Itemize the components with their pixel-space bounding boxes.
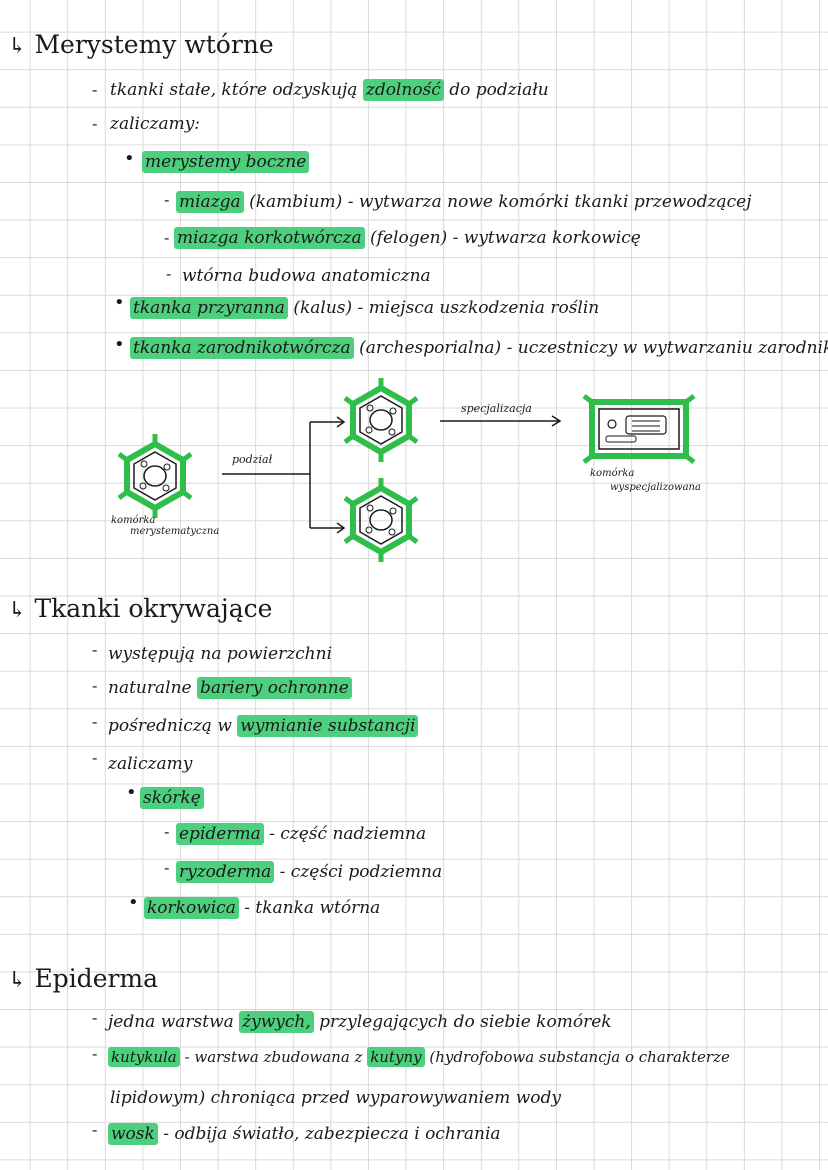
caption-right-2: wyspecjalizowana <box>610 482 701 493</box>
bullet-dot: • <box>114 334 125 355</box>
heading-text: Tkanki okrywające <box>34 594 273 623</box>
bullet-dash: - <box>92 1044 98 1063</box>
highlight: korkowica <box>144 897 239 919</box>
highlight: skórkę <box>140 787 204 809</box>
bullet-dot: • <box>124 148 135 169</box>
highlight: miazga korkotwórcza <box>174 227 365 249</box>
s1-line-1: tkanki stałe, które odzyskują zdolność d… <box>110 79 549 101</box>
caption-right-1: komórka <box>590 468 635 479</box>
highlight: tkanka zarodnikotwórcza <box>130 337 354 359</box>
s2-line-2: naturalne bariery ochronne <box>108 677 352 699</box>
arrow-icon: ↳ <box>8 968 27 993</box>
caption-left-1: komórka <box>111 515 156 526</box>
bullet-dot: • <box>126 782 137 803</box>
heading-tkanki-okrywajace: ↳ Tkanki okrywające <box>8 594 272 623</box>
heading-text: Epiderma <box>34 964 159 993</box>
caption-left-2: merystematyczna <box>130 526 220 537</box>
bullet-dash: - <box>164 858 170 877</box>
bullet-dot: • <box>128 892 139 913</box>
s1-line-5: miazga korkotwórcza (felogen) - wytwarza… <box>174 227 641 249</box>
bullet-dot: • <box>114 292 125 313</box>
highlight: zdolność <box>362 79 444 101</box>
s2-line-7: ryzoderma - części podziemna <box>176 861 442 883</box>
s3-line-2: kutykula - warstwa zbudowana z kutyny (h… <box>108 1047 730 1067</box>
bullet-dash: - <box>164 228 170 247</box>
highlight: tkanka przyranna <box>130 297 288 319</box>
bullet-dash: - <box>164 190 170 209</box>
arrow-icon: ↳ <box>8 598 27 623</box>
heading-merystemy-wtorne: ↳ Merystemy wtórne <box>8 30 274 59</box>
highlight: wosk <box>108 1123 158 1145</box>
s1-line-7: tkanka przyranna (kalus) - miejsca uszko… <box>130 297 599 319</box>
specialization-arrow <box>440 415 562 427</box>
highlight: epiderma <box>176 823 264 845</box>
division-arrows <box>222 416 346 534</box>
s1-line-6: wtórna budowa anatomiczna <box>182 266 431 286</box>
heading-text: Merystemy wtórne <box>34 30 274 59</box>
heading-epiderma: ↳ Epiderma <box>8 964 158 993</box>
s1-line-2: zaliczamy: <box>110 114 201 134</box>
bullet-dash: - <box>166 264 172 283</box>
specialized-cell <box>582 394 696 464</box>
bullet-dash: - <box>92 712 98 731</box>
s1-line-8: tkanka zarodnikotwórcza (archesporialna)… <box>130 337 828 359</box>
division-label: podział <box>232 453 273 466</box>
highlight: kutyny <box>367 1047 425 1067</box>
bullet-dash: - <box>92 676 98 695</box>
s3-line-4: wosk - odbija światło, zabezpiecza i och… <box>108 1123 501 1145</box>
s2-line-8: korkowica - tkanka wtórna <box>144 897 380 919</box>
s2-line-4: zaliczamy <box>108 754 193 774</box>
bullet-dash: - <box>92 80 98 99</box>
arrow-icon: ↳ <box>8 34 27 59</box>
s3-line-1: jedna warstwa żywych, przylegających do … <box>108 1011 612 1033</box>
highlight: ryzoderma <box>176 861 275 883</box>
highlight: wymianie substancji <box>237 715 419 737</box>
specialization-label: specjalizacja <box>461 402 532 415</box>
meristematic-cell <box>119 434 191 518</box>
bullet-dash: - <box>92 1120 98 1139</box>
highlight: kutykula <box>108 1047 180 1067</box>
s2-line-6: epiderma - część nadziemna <box>176 823 426 845</box>
bullet-dash: - <box>92 1008 98 1027</box>
s2-line-5: skórkę <box>140 787 204 809</box>
highlight: bariery ochronne <box>196 677 352 699</box>
daughter-cell-bottom <box>345 478 417 562</box>
s2-line-1: występują na powierzchni <box>108 644 333 664</box>
bullet-dash: - <box>164 822 170 841</box>
bullet-dash: - <box>92 640 98 659</box>
s3-line-3: lipidowym) chroniąca przed wyparowywanie… <box>110 1088 561 1108</box>
s1-line-4: miazga (kambium) - wytwarza nowe komórki… <box>176 191 752 213</box>
bullet-dash: - <box>92 114 98 133</box>
s2-line-3: pośredniczą w wymianie substancji <box>108 715 419 737</box>
s1-line-3: merystemy boczne <box>142 151 310 173</box>
daughter-cell-top <box>345 378 417 462</box>
highlight: merystemy boczne <box>142 151 310 173</box>
highlight: żywych, <box>239 1011 314 1033</box>
highlight: miazga <box>176 191 244 213</box>
bullet-dash: - <box>92 748 98 767</box>
